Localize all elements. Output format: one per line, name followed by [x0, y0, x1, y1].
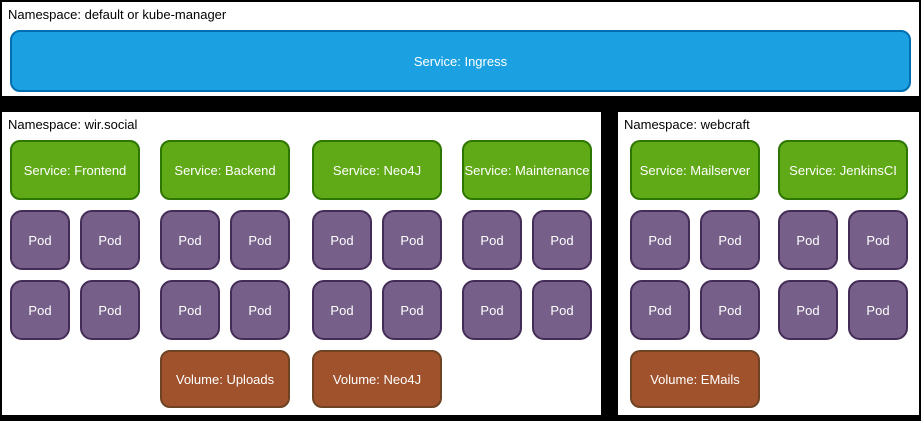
pod-box: Pod	[382, 280, 442, 340]
service-maintenance-box: Service: Maintenance	[462, 140, 592, 200]
service-column-frontend: Service: Frontend Pod Pod Pod Pod	[10, 140, 140, 350]
service-frontend-box: Service: Frontend	[10, 140, 140, 200]
service-column-backend: Service: Backend Pod Pod Pod Pod Volume:…	[160, 140, 290, 408]
service-column-jenkinsci: Service: JenkinsCI Pod Pod Pod Pod	[778, 140, 908, 350]
pod-row: Pod Pod	[10, 210, 140, 270]
namespace-label: Namespace: webcraft	[624, 117, 750, 132]
pod-row: Pod Pod	[160, 210, 290, 270]
namespace-panel-webcraft: Namespace: webcraft Service: Mailserver …	[618, 112, 919, 415]
pod-row: Pod Pod	[778, 280, 908, 340]
namespace-label: Namespace: default or kube-manager	[8, 7, 227, 22]
namespace-panel-wir-social: Namespace: wir.social Service: Frontend …	[2, 112, 601, 415]
pod-box: Pod	[230, 210, 290, 270]
pod-box: Pod	[312, 280, 372, 340]
pod-box: Pod	[778, 210, 838, 270]
service-ingress-box: Service: Ingress	[10, 30, 911, 92]
pod-row: Pod Pod	[462, 280, 592, 340]
pod-box: Pod	[10, 210, 70, 270]
pod-row: Pod Pod	[778, 210, 908, 270]
service-column-mailserver: Service: Mailserver Pod Pod Pod Pod Volu…	[630, 140, 760, 408]
pod-row: Pod Pod	[312, 210, 442, 270]
pod-box: Pod	[382, 210, 442, 270]
service-backend-box: Service: Backend	[160, 140, 290, 200]
pod-box: Pod	[700, 210, 760, 270]
namespace-panel-default: Namespace: default or kube-manager Servi…	[2, 2, 919, 96]
pod-box: Pod	[80, 280, 140, 340]
pod-box: Pod	[10, 280, 70, 340]
pod-box: Pod	[160, 280, 220, 340]
pod-box: Pod	[778, 280, 838, 340]
service-column-maintenance: Service: Maintenance Pod Pod Pod Pod	[462, 140, 592, 350]
pod-row: Pod Pod	[630, 280, 760, 340]
pod-row: Pod Pod	[462, 210, 592, 270]
pod-box: Pod	[630, 280, 690, 340]
service-mailserver-box: Service: Mailserver	[630, 140, 760, 200]
pod-box: Pod	[700, 280, 760, 340]
pod-box: Pod	[160, 210, 220, 270]
service-jenkinsci-box: Service: JenkinsCI	[778, 140, 908, 200]
pod-box: Pod	[532, 210, 592, 270]
namespace-label: Namespace: wir.social	[8, 117, 138, 132]
pod-box: Pod	[312, 210, 372, 270]
pod-box: Pod	[80, 210, 140, 270]
pod-row: Pod Pod	[10, 280, 140, 340]
pod-box: Pod	[630, 210, 690, 270]
pod-box: Pod	[462, 280, 522, 340]
pod-box: Pod	[848, 210, 908, 270]
pod-row: Pod Pod	[630, 210, 760, 270]
pod-box: Pod	[848, 280, 908, 340]
pod-box: Pod	[462, 210, 522, 270]
service-neo4j-box: Service: Neo4J	[312, 140, 442, 200]
service-column-neo4j: Service: Neo4J Pod Pod Pod Pod Volume: N…	[312, 140, 442, 408]
pod-box: Pod	[230, 280, 290, 340]
pod-row: Pod Pod	[312, 280, 442, 340]
volume-emails-box: Volume: EMails	[630, 350, 760, 408]
volume-neo4j-box: Volume: Neo4J	[312, 350, 442, 408]
pod-row: Pod Pod	[160, 280, 290, 340]
pod-box: Pod	[532, 280, 592, 340]
volume-uploads-box: Volume: Uploads	[160, 350, 290, 408]
